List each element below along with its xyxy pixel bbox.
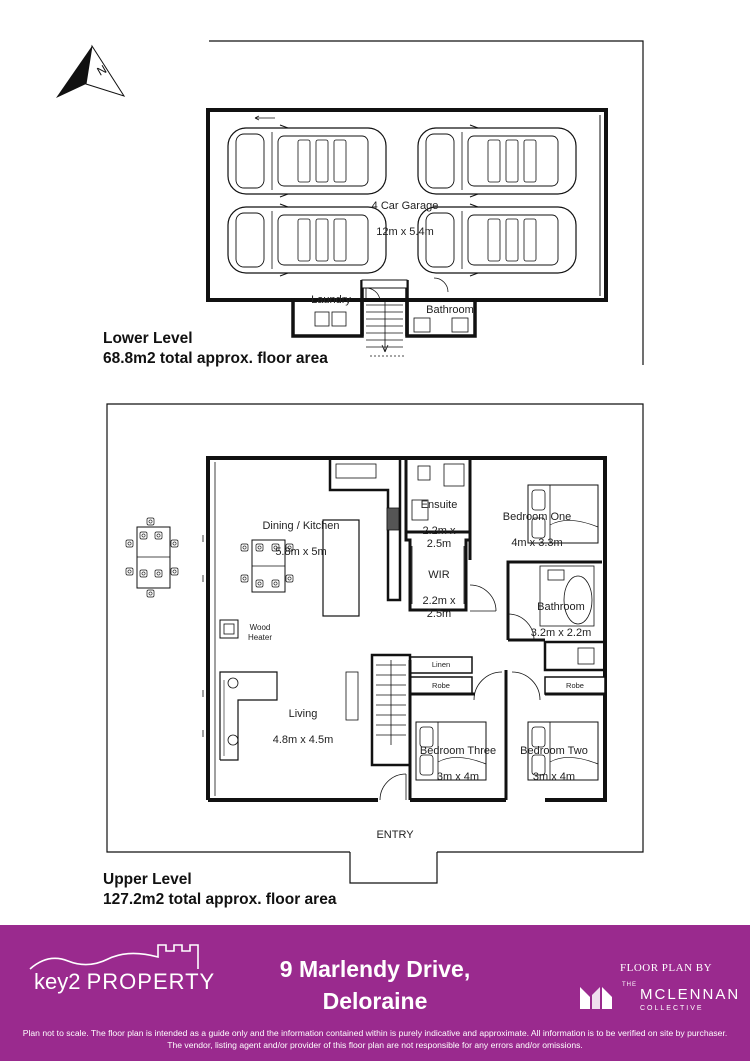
entry-label: ENTRY <box>376 829 414 841</box>
dining-kitchen-label: Dining / Kitchen 5.8m x 5m <box>242 507 360 572</box>
bed1-size: 4m x 3.3m <box>511 537 563 549</box>
brand-key: key2 <box>34 969 81 994</box>
footer-banner: key2 PROPERTY 9 Marlendy Drive, Delorain… <box>0 925 750 1061</box>
floor-plan-by-label: FLOOR PLAN BY <box>620 962 713 974</box>
ensuite-label: Ensuite 2.2m x 2.5m <box>408 486 470 564</box>
key2-logo-skyline-icon <box>29 944 199 970</box>
bedroom-one-label: Bedroom One 4m x 3.3m <box>487 498 587 563</box>
bed2-size: 3m x 4m <box>532 771 576 783</box>
bedroom-three-label: Bedroom Three 3m x 4m <box>410 732 506 797</box>
wood-heater-label: Wood Heater <box>247 623 272 642</box>
bed3-name: Bedroom Three <box>419 745 497 757</box>
mclennan-name: MCLENNAN <box>640 986 741 1003</box>
upper-level-area: 127.2m2 total approx. floor area <box>103 891 337 908</box>
linen-label: Linen <box>431 660 451 669</box>
bed2-name: Bedroom Two <box>520 745 588 757</box>
lower-level-area: 68.8m2 total approx. floor area <box>103 350 328 367</box>
dining-size: 5.8m x 5m <box>275 546 327 558</box>
north-arrow-icon: N <box>56 44 126 98</box>
garage-name: 4 Car Garage <box>371 200 439 212</box>
mclennan-the: THE <box>622 982 637 988</box>
wir-name: WIR <box>428 569 450 581</box>
ensuite-name: Ensuite <box>420 499 458 511</box>
brand-property: PROPERTY <box>86 969 216 994</box>
disclaimer-text: Plan not to scale. The floor plan is int… <box>22 1028 728 1050</box>
upper-level-title: Upper Level <box>103 871 192 888</box>
living-name: Living <box>288 708 318 720</box>
robe-label-left: Robe <box>432 681 450 690</box>
mclennan-logo-icon <box>580 987 612 1009</box>
living-size: 4.8m x 4.5m <box>272 734 334 746</box>
wir-label: WIR 2.2m x 2.5m <box>411 556 467 634</box>
mclennan-collective: COLLECTIVE <box>640 1005 704 1012</box>
wir-size: 2.2m x 2.5m <box>422 595 456 620</box>
robe-label-right: Robe <box>566 681 584 690</box>
bath-name: Bathroom <box>537 601 585 613</box>
garage-label: 4 Car Garage 12m x 5.4m <box>345 187 465 252</box>
living-label: Living 4.8m x 4.5m <box>255 695 351 760</box>
garage-size: 12m x 5.4m <box>376 226 434 238</box>
lower-level-plan <box>206 40 644 365</box>
upper-level-plan <box>106 403 644 884</box>
lower-level-title: Lower Level <box>103 330 193 347</box>
address-line-1: 9 Marlendy Drive, <box>279 956 471 982</box>
key2-logo: key2 PROPERTY <box>34 969 215 995</box>
dining-name: Dining / Kitchen <box>262 520 340 532</box>
bath-size: 3.2m x 2.2m <box>530 627 592 639</box>
ensuite-size: 2.2m x 2.5m <box>422 525 456 550</box>
floor-plan-drawing: N <box>56 40 644 884</box>
bed1-name: Bedroom One <box>502 511 572 523</box>
laundry-label: Laundry <box>311 294 351 306</box>
lower-bathroom-label: Bathroom <box>426 304 474 316</box>
bed3-size: 3m x 4m <box>436 771 480 783</box>
bathroom-label: Bathroom 3.2m x 2.2m <box>515 588 607 653</box>
bedroom-two-label: Bedroom Two 3m x 4m <box>506 732 602 797</box>
address-line-2: Deloraine <box>322 988 428 1014</box>
